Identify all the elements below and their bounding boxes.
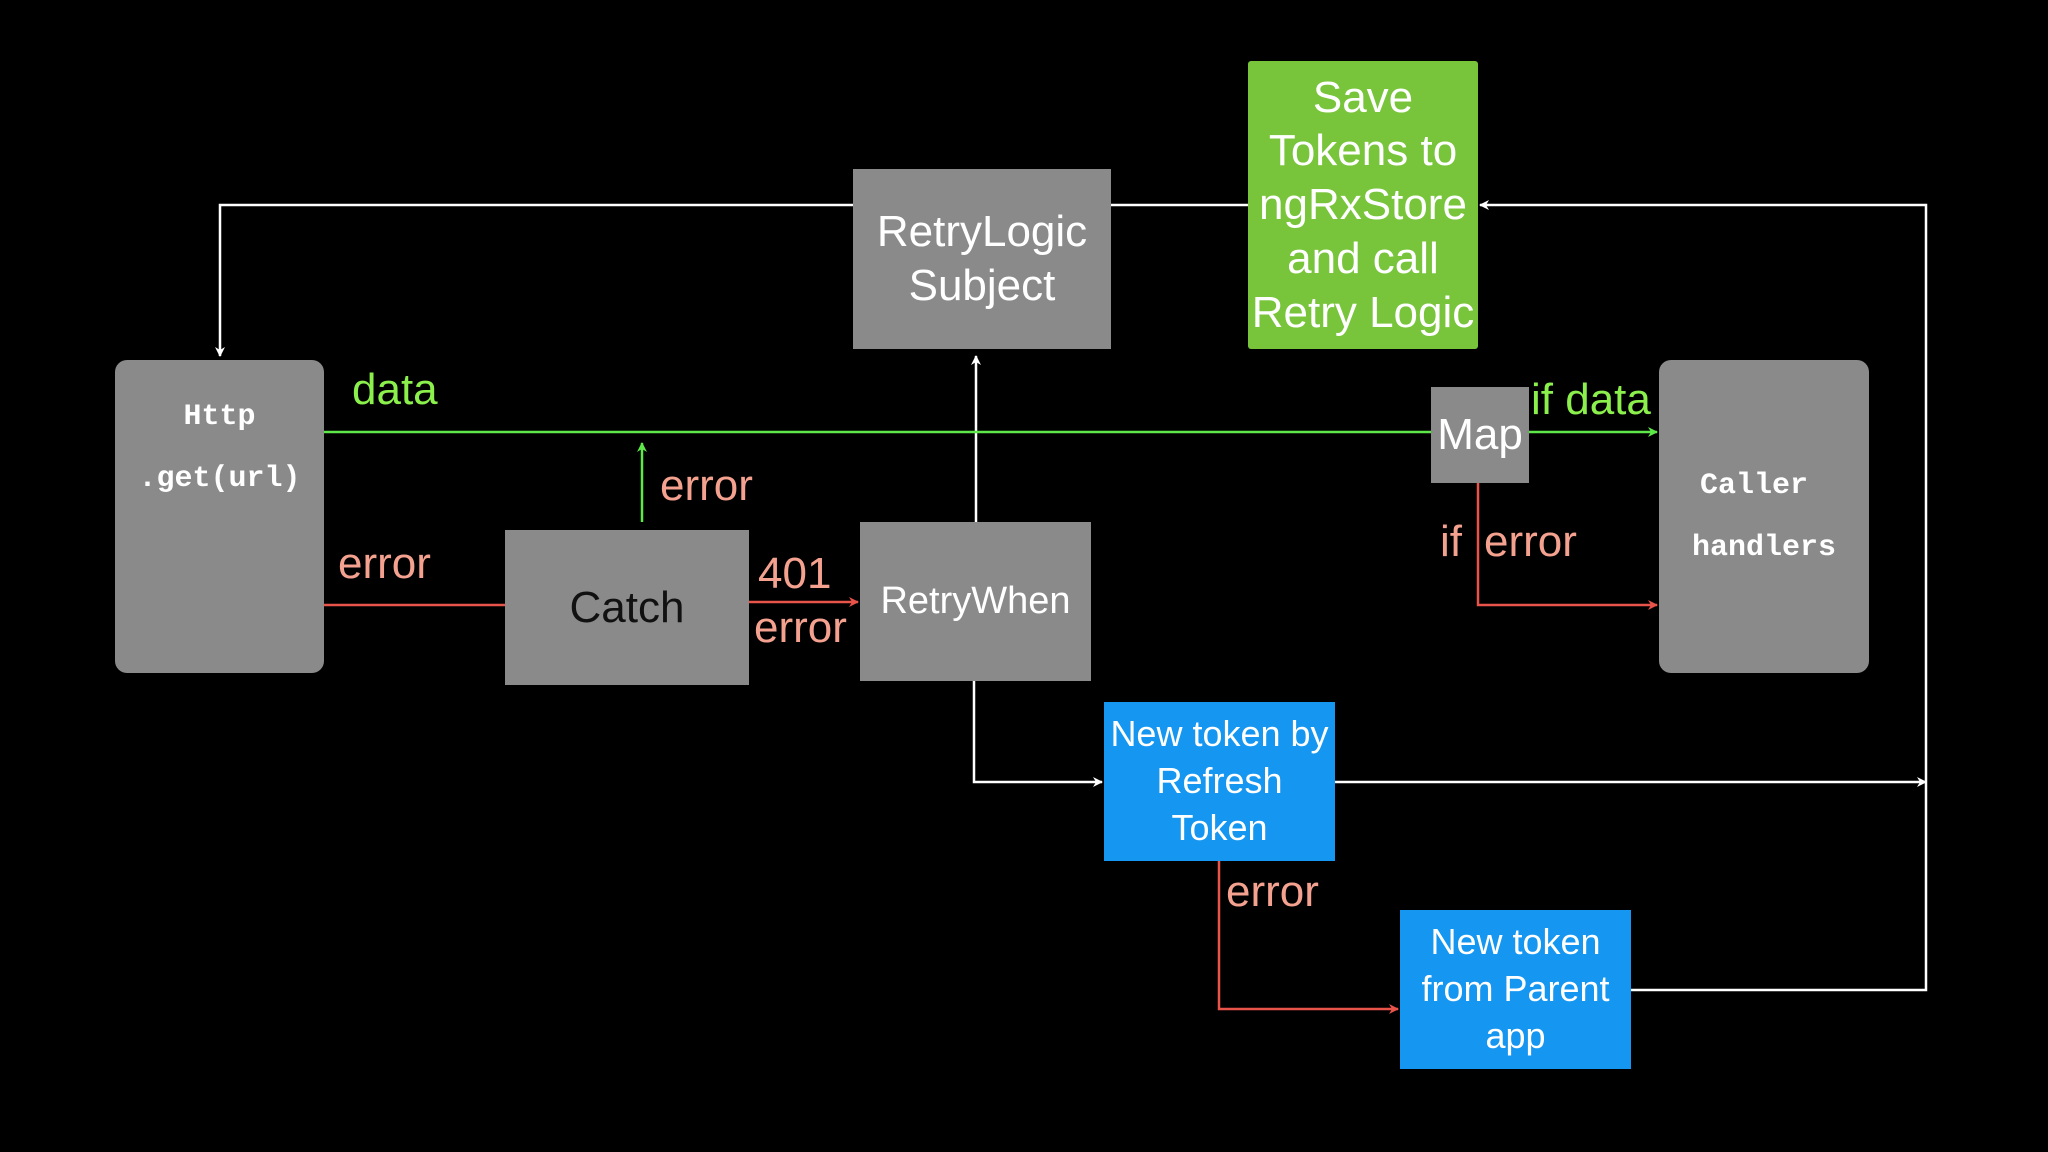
refresh-token-node: New token by Refresh Token bbox=[1104, 702, 1335, 861]
refresh-error-label: error bbox=[1226, 867, 1319, 916]
retry-logic-line1: RetryLogic bbox=[876, 207, 1088, 257]
parent-to-save-connector bbox=[1479, 200, 1928, 992]
http-node-title: Http bbox=[183, 400, 256, 434]
retry-when-node: RetryWhen bbox=[860, 522, 1091, 681]
if-word-label: if bbox=[1440, 517, 1462, 566]
save-tokens-line4: and call bbox=[1287, 233, 1439, 283]
save-tokens-line5: Retry Logic bbox=[1251, 287, 1475, 337]
catch-label: Catch bbox=[569, 582, 685, 632]
catch-node: Catch bbox=[505, 530, 749, 685]
save-tokens-line1: Save bbox=[1312, 72, 1414, 122]
retry-logic-subject-node: RetryLogic Subject bbox=[853, 169, 1111, 349]
code-401-label: 401 bbox=[758, 549, 832, 598]
parent-token-line1: New token bbox=[1430, 921, 1601, 963]
retrywhen-to-refresh-connector bbox=[972, 681, 1103, 787]
caller-title: Caller bbox=[1699, 468, 1809, 503]
error-401-label: error bbox=[754, 603, 847, 652]
retry-logic-line2: Subject bbox=[908, 261, 1056, 310]
retry-when-label: RetryWhen bbox=[880, 580, 1071, 622]
map-label: Map bbox=[1437, 410, 1523, 459]
caller-subtitle: handlers bbox=[1691, 530, 1837, 565]
refresh-error-connector bbox=[1217, 861, 1399, 1014]
map-node: Map bbox=[1431, 387, 1529, 483]
http-error-label: error bbox=[338, 539, 431, 588]
caller-handlers-node: Caller handlers bbox=[1659, 360, 1869, 673]
parent-token-line3: app bbox=[1485, 1014, 1546, 1056]
refresh-token-line1: New token by bbox=[1110, 713, 1329, 755]
save-tokens-line2: Tokens to bbox=[1268, 126, 1458, 176]
data-edge-label: data bbox=[352, 365, 438, 414]
save-tokens-node: Save Tokens to ngRxStore and call Retry … bbox=[1248, 61, 1478, 349]
if-error-label: error bbox=[1484, 517, 1577, 566]
if-error-connector bbox=[1476, 483, 1658, 610]
if-data-label: if data bbox=[1531, 375, 1651, 424]
refresh-token-line2: Refresh Token bbox=[1156, 760, 1283, 848]
catch-up-error-label: error bbox=[660, 461, 753, 510]
save-tokens-line3: ngRxStore bbox=[1259, 180, 1467, 230]
http-node-subtitle: .get(url) bbox=[138, 462, 301, 496]
parent-token-line2: from Parent bbox=[1421, 968, 1610, 1010]
parent-token-node: New token from Parent app bbox=[1400, 910, 1631, 1069]
http-get-node: Http .get(url) bbox=[115, 360, 324, 673]
